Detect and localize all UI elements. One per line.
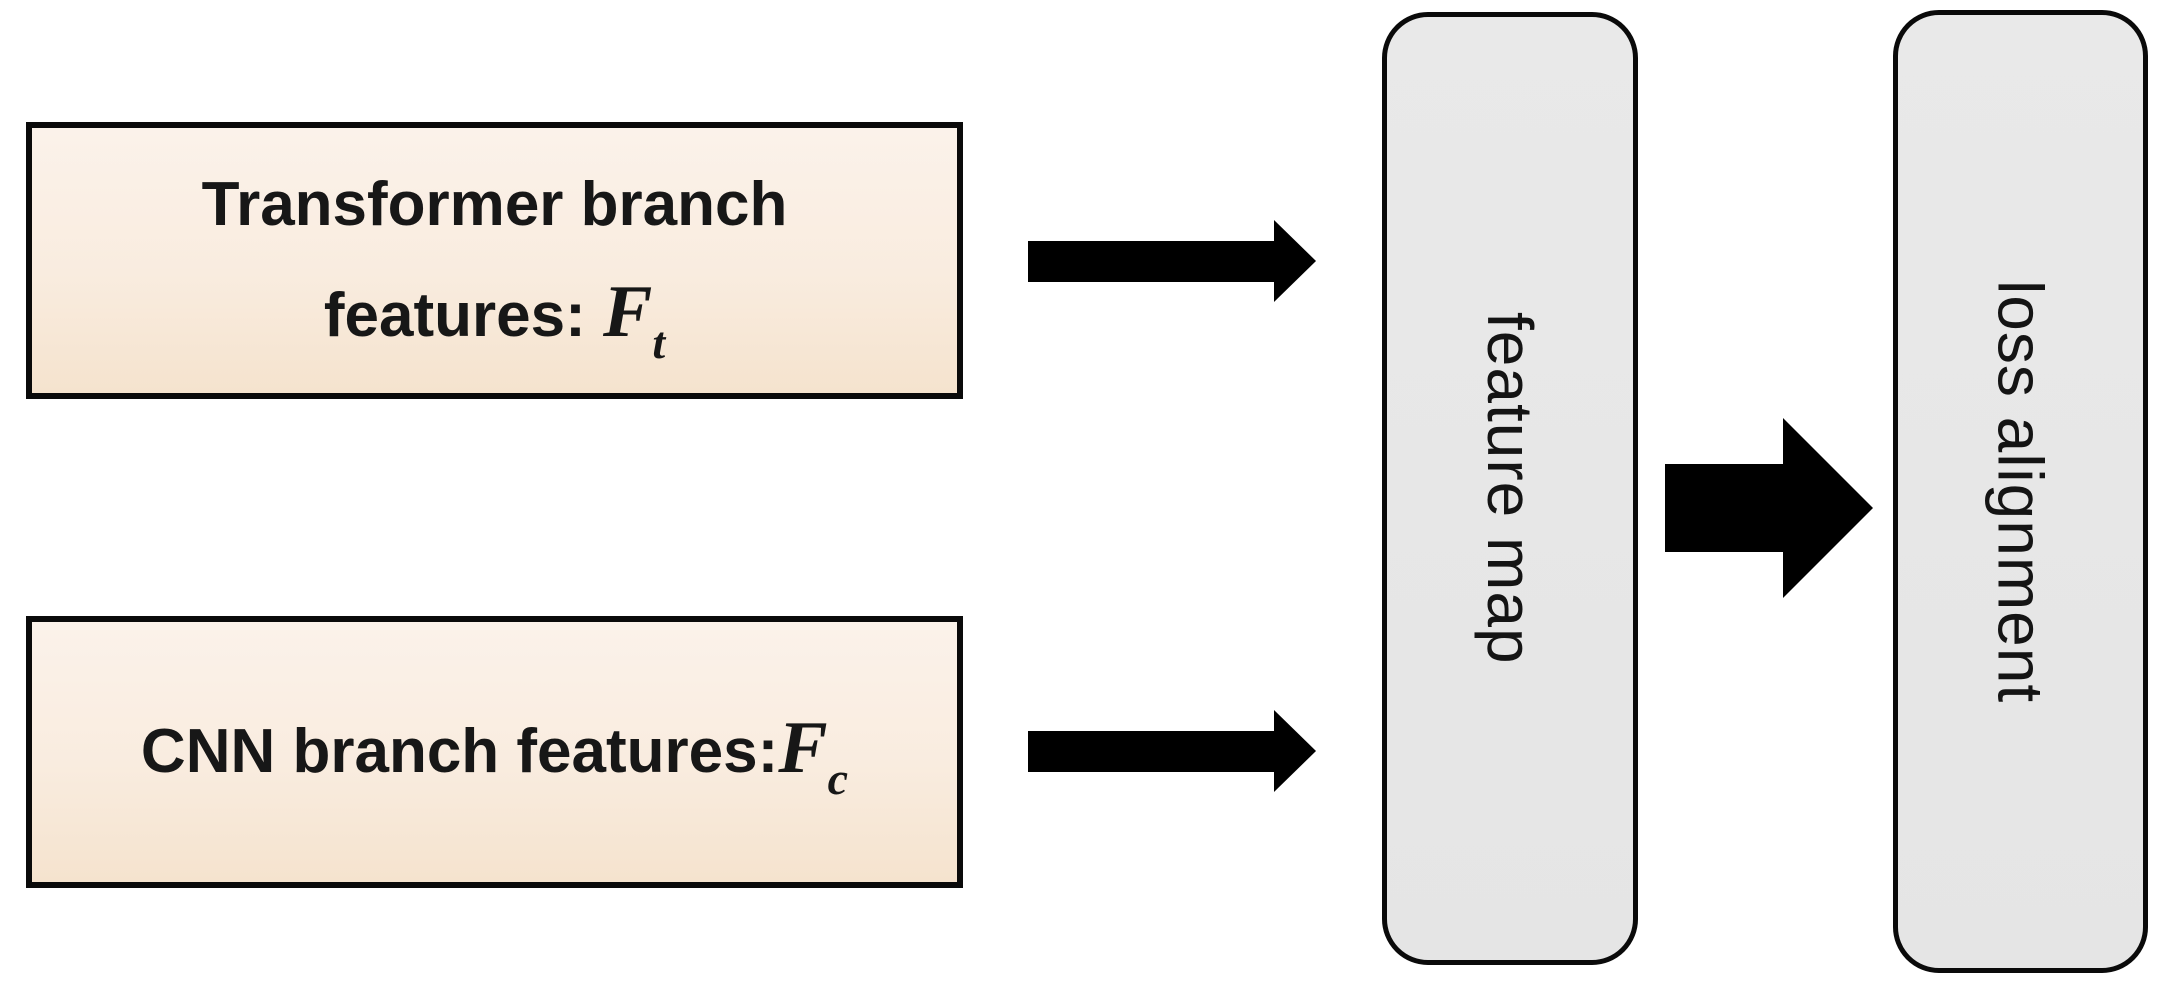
transformer-box-line1: Transformer branch [201,170,788,240]
arrow-shaft [1028,731,1275,772]
arrow-right-head-icon [1274,220,1316,302]
cnn-box-line: CNN branch features:Fc [140,711,848,802]
transformer-branch-features-box: Transformer branch features: Ft [26,122,963,399]
transformer-feature-subscript: t [652,316,666,368]
arrow-shaft [1028,241,1275,282]
transformer-box-line2-text: features: [323,280,603,350]
cnn-feature-symbol: F [778,706,828,789]
loss-alignment-label: loss alignment [1984,279,2057,704]
feature-map-label: feature map [1474,312,1546,665]
arrow-shaft [1665,464,1784,552]
transformer-feature-symbol: F [602,270,653,353]
feature-map-panel: feature map [1382,12,1638,965]
cnn-feature-subscript: c [827,752,849,804]
cnn-branch-features-box: CNN branch features:Fc [26,616,963,888]
transformer-box-line2: features: Ft [324,261,665,371]
arrow-right-head-icon [1783,418,1873,598]
loss-alignment-panel: loss alignment [1893,10,2148,973]
arrow-right-head-icon [1274,710,1316,792]
cnn-box-text: CNN branch features: [140,716,779,786]
